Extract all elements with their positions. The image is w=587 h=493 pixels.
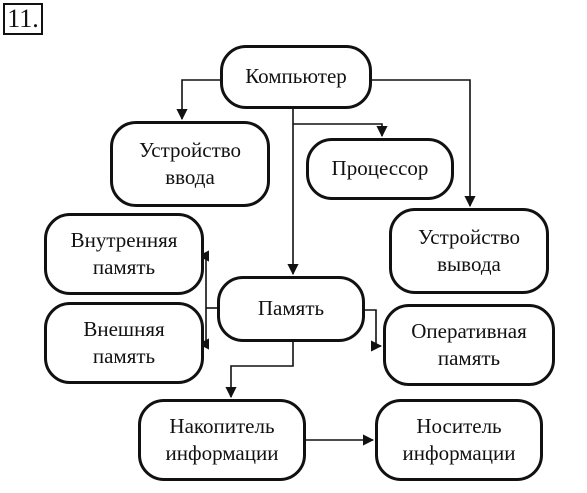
arrow-memory-to-drive xyxy=(225,342,294,399)
node-storage-device: Накопитель информации xyxy=(138,399,306,481)
task-number: 11. xyxy=(3,3,43,35)
arrow-computer-to-output xyxy=(372,79,476,208)
node-output-device: Устройство вывода xyxy=(389,208,549,294)
arrow-computer-to-cpu xyxy=(293,123,388,138)
node-ram: Оперативная память xyxy=(383,304,555,386)
node-storage-medium: Носитель информации xyxy=(375,399,543,481)
node-processor: Процессор xyxy=(306,138,454,200)
node-input-device: Устройство ввода xyxy=(110,121,270,207)
node-computer: Компьютер xyxy=(220,45,372,109)
node-internal-memory: Внутренняя память xyxy=(44,213,204,295)
arrow-memory-to-ram xyxy=(365,309,383,352)
node-external-memory: Внешняя память xyxy=(44,302,204,384)
arrow-computer-to-input xyxy=(176,79,220,121)
node-memory: Память xyxy=(217,276,365,342)
